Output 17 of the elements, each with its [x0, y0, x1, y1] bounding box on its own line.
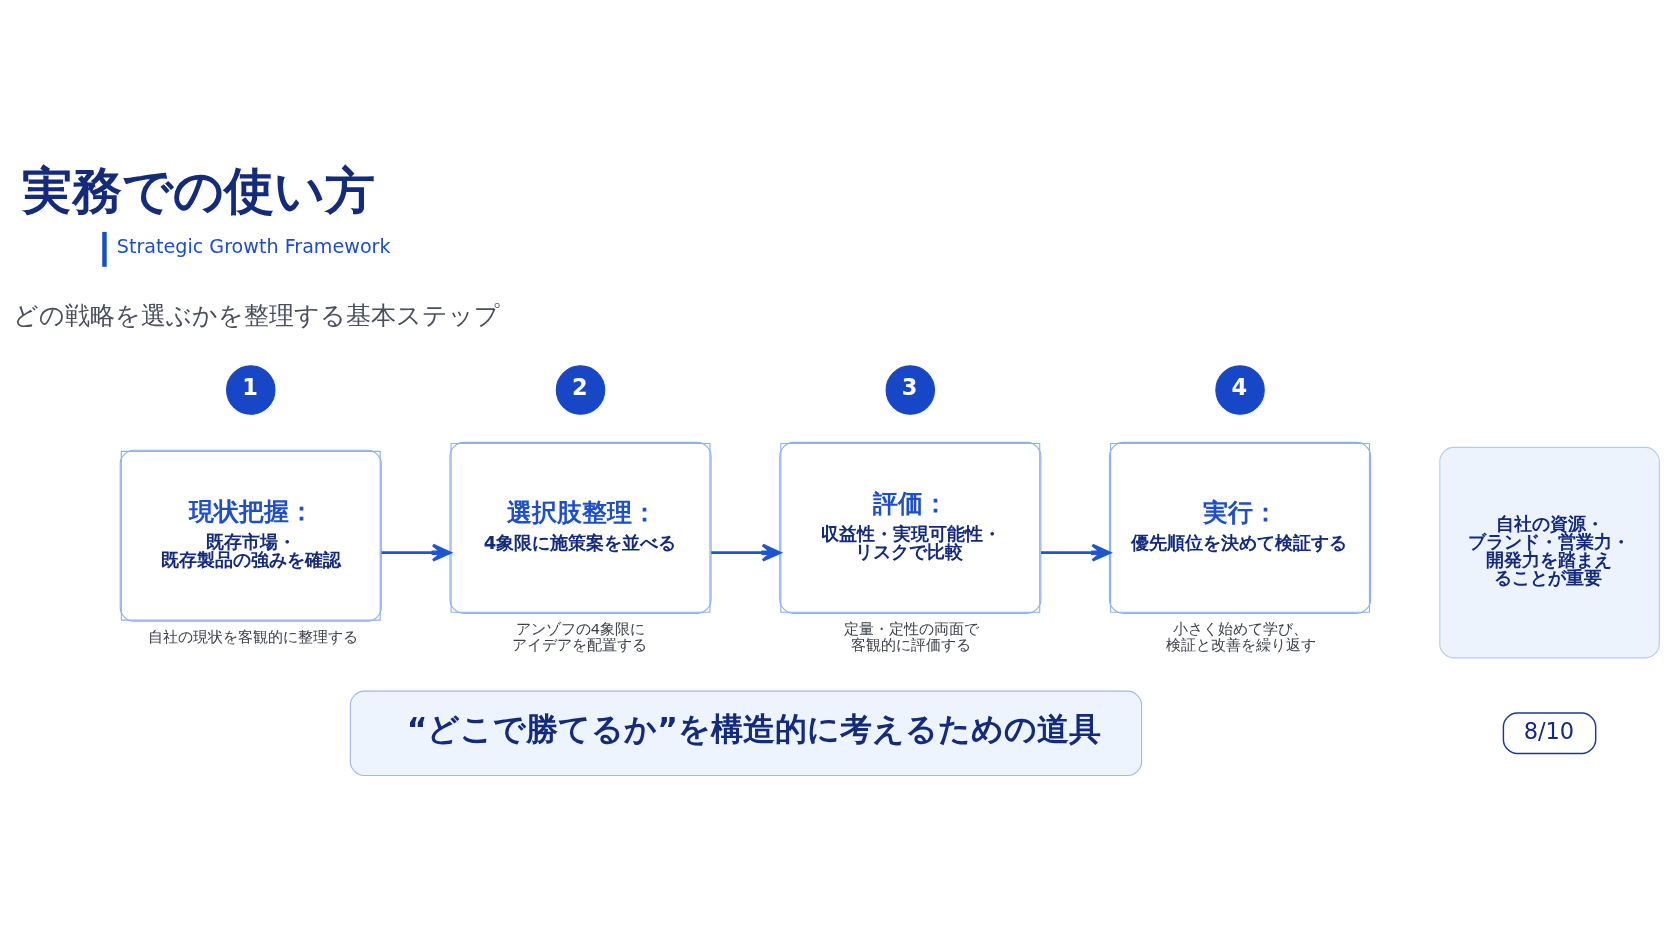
label: どの戦略を選ぶかを整理する基本ステップ: [12, 300, 500, 330]
node-label: 定量・定性の両面で客観的に評価する: [844, 620, 980, 653]
node-circle: 1: [226, 365, 276, 415]
label: Strategic Growth Framework: [116, 234, 391, 258]
node-box: 8/10: [1502, 712, 1597, 755]
diagram-title: 実務での使い方: [21, 162, 375, 221]
node-circle: 3: [885, 365, 936, 415]
node-box: “どこで勝てるか”を構造的に考えるための道具: [349, 690, 1143, 777]
node-box: 自社の資源・ブランド・営業力・開発力を踏まえることが重要: [1439, 446, 1660, 659]
arrow: [711, 543, 782, 562]
node-label: 小さく始めて学び、検証と改善を繰り返す: [1166, 620, 1317, 653]
node-label: アンゾフの4象限にアイデアを配置する: [512, 620, 648, 653]
node-label: 自社の現状を客観的に整理する: [147, 628, 358, 646]
node-circle: 4: [1215, 365, 1265, 415]
arrow: [381, 543, 452, 562]
node-circle: 2: [555, 365, 606, 415]
arrow: [1041, 543, 1111, 562]
